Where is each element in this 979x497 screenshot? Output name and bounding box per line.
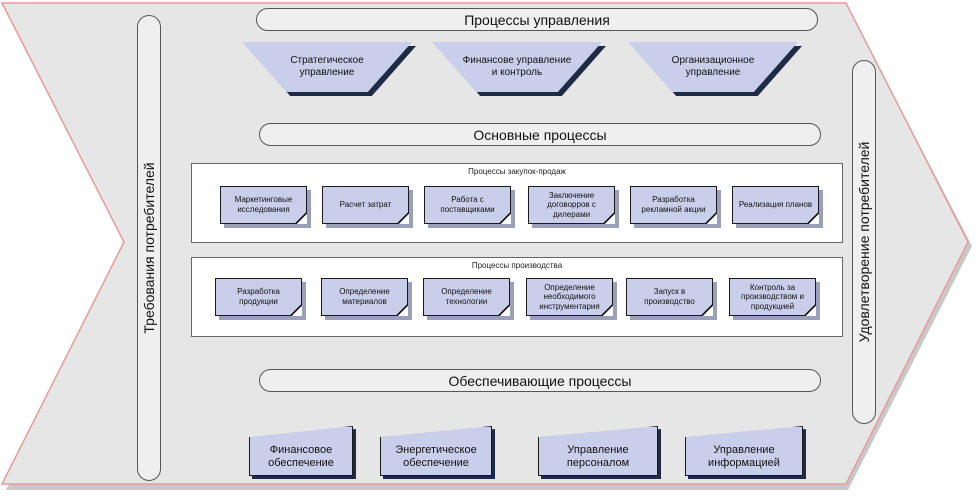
sales-item-costing: Расчет затрат: [322, 186, 409, 224]
customer-requirements-bar: [137, 15, 161, 481]
production-item-launch: Запуск в производство: [626, 278, 713, 316]
sales-processes-title: Процессы закупок-продаж: [468, 167, 566, 176]
sales-item-advertising: Разработка рекламной акции: [630, 186, 717, 224]
core-processes-header: Основные процессы: [259, 123, 821, 146]
management-item-strategic: Стратегическое управление: [242, 42, 416, 96]
sales-item-marketing: Маркетинговые исследования: [220, 186, 307, 224]
sales-item-dealer-contracts: Заключение договорров с дилерами: [528, 186, 615, 224]
support-item-financial: Финансовое обеспечение: [249, 426, 353, 476]
customer-satisfaction-bar: [852, 60, 876, 424]
production-processes-title: Процессы производства: [471, 261, 563, 270]
production-item-tooling: Определение необходимого инструментария: [526, 278, 613, 316]
production-item-quality-control: Контроль за производством и продукцией: [729, 278, 816, 316]
production-item-technology: Определение технологии: [423, 278, 510, 316]
customer-satisfaction-label: Удовлетворение потребителей: [856, 141, 872, 343]
production-item-development: Разработка продукции: [215, 278, 302, 316]
production-item-materials: Определение материалов: [321, 278, 408, 316]
support-processes-header: Обеспечивающие процессы: [259, 369, 821, 392]
management-item-finance: Финансове управление и контроль: [432, 42, 606, 96]
sales-item-plan-execution: Реализация планов: [732, 186, 819, 224]
management-item-organizational: Организационное управление: [628, 42, 802, 96]
management-processes-header: Процессы управления: [256, 8, 818, 31]
customer-requirements-label: Требования потребителей: [141, 162, 157, 334]
sales-item-suppliers: Работа с поставщиками: [424, 186, 511, 224]
